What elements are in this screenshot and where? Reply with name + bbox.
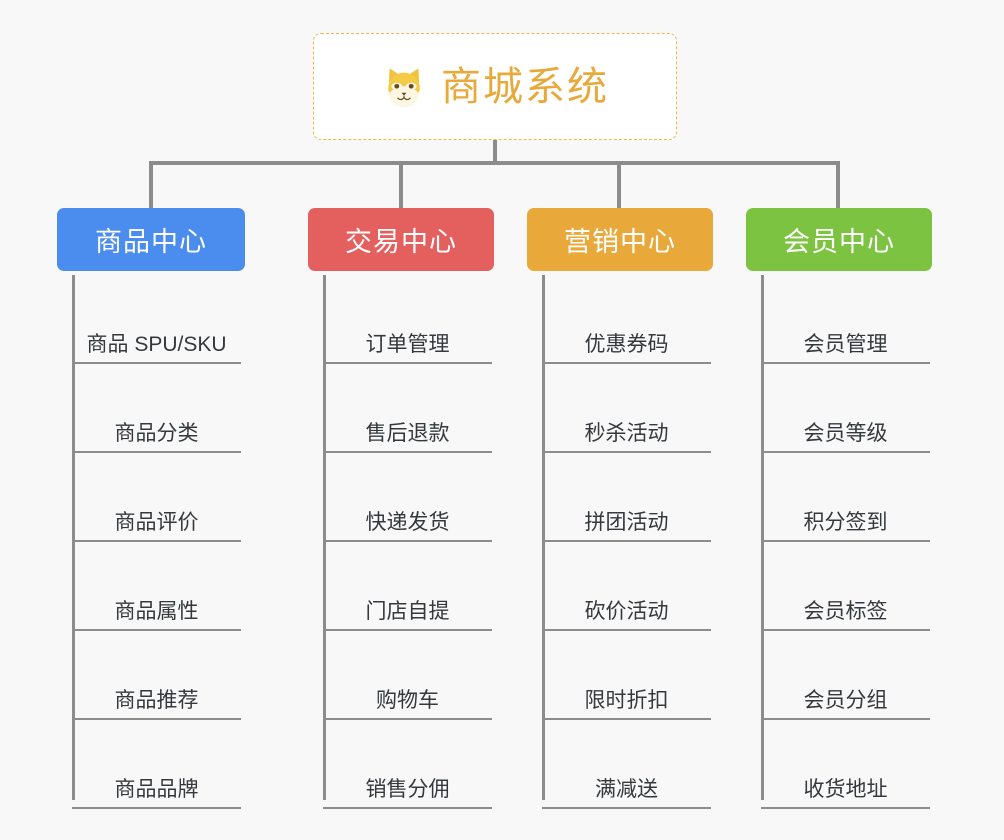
branch-header-trade-center[interactable]: 交易中心	[308, 208, 494, 271]
leaf-item[interactable]: 秒杀活动	[542, 409, 711, 453]
leaf-item[interactable]: 订单管理	[323, 320, 492, 364]
connector-drop-branch-1	[149, 161, 153, 209]
connector-drop-branch-3	[617, 161, 621, 209]
branch-spine-trade-center	[323, 275, 326, 800]
branch-header-marketing-center[interactable]: 营销中心	[527, 208, 713, 271]
leaf-item[interactable]: 拼团活动	[542, 498, 711, 542]
branch-header-member-center[interactable]: 会员中心	[746, 208, 932, 271]
leaf-item[interactable]: 商品 SPU/SKU	[72, 320, 241, 364]
connector-horizontal-bus	[150, 161, 840, 165]
branch-spine-marketing-center	[542, 275, 545, 800]
leaf-item[interactable]: 满减送	[542, 765, 711, 809]
leaf-item[interactable]: 快递发货	[323, 498, 492, 542]
leaf-item[interactable]: 会员分组	[761, 676, 930, 720]
leaf-item[interactable]: 优惠券码	[542, 320, 711, 364]
leaf-item[interactable]: 销售分佣	[323, 765, 492, 809]
branch-spine-product-center	[72, 275, 75, 800]
leaf-item[interactable]: 商品属性	[72, 587, 241, 631]
leaf-item[interactable]: 商品品牌	[72, 765, 241, 809]
connector-drop-branch-2	[399, 161, 403, 209]
leaf-item[interactable]: 商品推荐	[72, 676, 241, 720]
leaf-item[interactable]: 会员标签	[761, 587, 930, 631]
shiba-dog-icon	[388, 67, 420, 107]
leaf-item[interactable]: 收货地址	[761, 765, 930, 809]
leaf-item[interactable]: 砍价活动	[542, 587, 711, 631]
leaf-item[interactable]: 售后退款	[323, 409, 492, 453]
root-title: 商城系统	[441, 64, 609, 109]
leaf-item[interactable]: 商品分类	[72, 409, 241, 453]
leaf-item[interactable]: 购物车	[323, 676, 492, 720]
leaf-item[interactable]: 限时折扣	[542, 676, 711, 720]
leaf-item[interactable]: 积分签到	[761, 498, 930, 542]
leaf-item[interactable]: 会员管理	[761, 320, 930, 364]
connector-root-stem	[493, 140, 497, 163]
root-node-shop-system[interactable]: 商城系统	[313, 33, 677, 140]
branch-header-product-center[interactable]: 商品中心	[57, 208, 245, 271]
leaf-item[interactable]: 门店自提	[323, 587, 492, 631]
branch-spine-member-center	[761, 275, 764, 800]
leaf-item[interactable]: 商品评价	[72, 498, 241, 542]
leaf-item[interactable]: 会员等级	[761, 409, 930, 453]
connector-drop-branch-4	[836, 161, 840, 209]
